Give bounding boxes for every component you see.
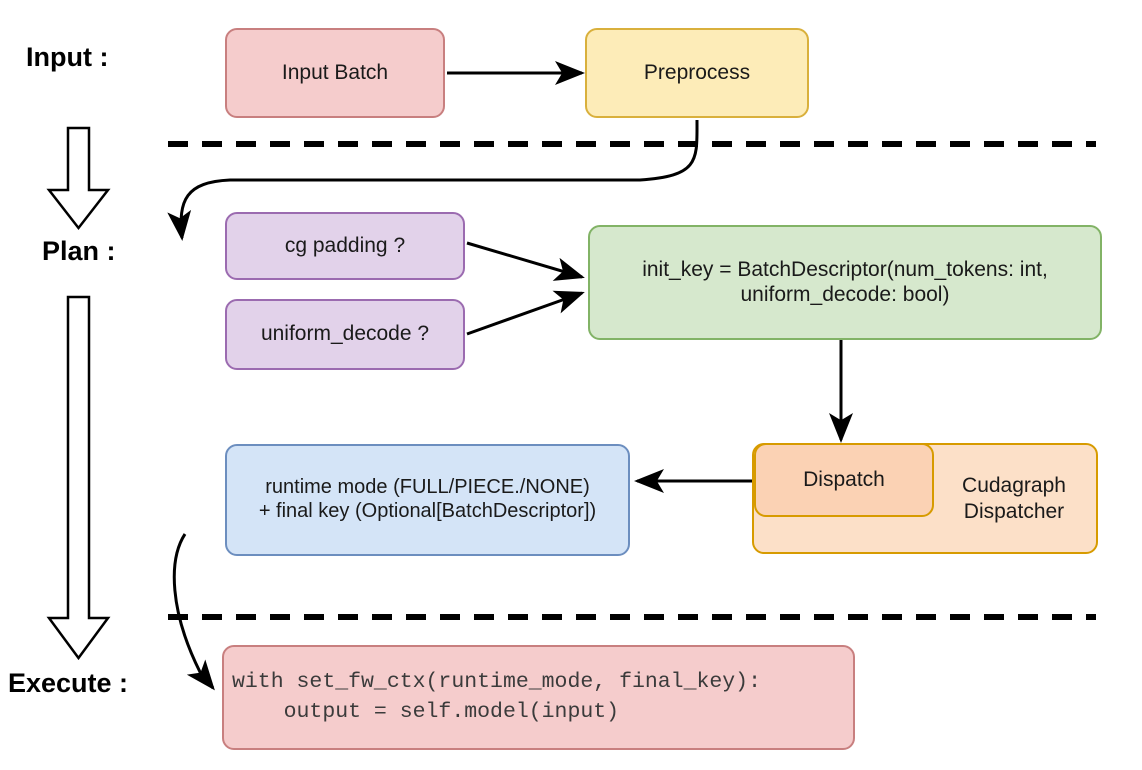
node-cg-padding-label: cg padding ? (284, 233, 406, 257)
node-execute-code-label: with set_fw_ctx(runtime_mode, final_key)… (232, 670, 761, 724)
plan-to-execute-arrow (46, 295, 111, 661)
node-init-key-label: init_key = BatchDescriptor(num_tokens: i… (642, 257, 1048, 306)
node-uniform-decode[interactable]: uniform_decode ? (225, 299, 465, 370)
node-execute-code[interactable]: with set_fw_ctx(runtime_mode, final_key)… (222, 645, 855, 750)
node-runtime-mode[interactable]: runtime mode (FULL/PIECE./NONE) + final … (225, 444, 630, 556)
stage-label-execute: Execute : (8, 668, 129, 698)
node-runtime-mode-label: runtime mode (FULL/PIECE./NONE) + final … (258, 476, 597, 522)
node-init-key[interactable]: init_key = BatchDescriptor(num_tokens: i… (588, 225, 1102, 340)
node-preprocess-label: Preprocess (643, 60, 751, 84)
node-uniform-decode-label: uniform_decode ? (260, 322, 430, 346)
input-to-plan-arrow (46, 126, 111, 231)
node-preprocess[interactable]: Preprocess (585, 28, 809, 118)
node-cg-padding[interactable]: cg padding ? (225, 212, 465, 280)
runtime-mode-to-execute-code (172, 533, 215, 691)
node-cudagraph-dispatcher-label: Cudagraph Dispatcher (962, 474, 1066, 523)
node-dispatch-label: Dispatch (803, 467, 885, 491)
stage-label-input: Input : (26, 42, 109, 72)
node-input-batch-label: Input Batch (281, 60, 389, 84)
node-dispatch[interactable]: Dispatch (754, 443, 934, 517)
node-input-batch[interactable]: Input Batch (225, 28, 445, 118)
stage-label-plan: Plan : (42, 236, 116, 266)
cg-padding-to-init-key (466, 241, 585, 281)
uniform-decode-to-init-key (466, 290, 585, 336)
